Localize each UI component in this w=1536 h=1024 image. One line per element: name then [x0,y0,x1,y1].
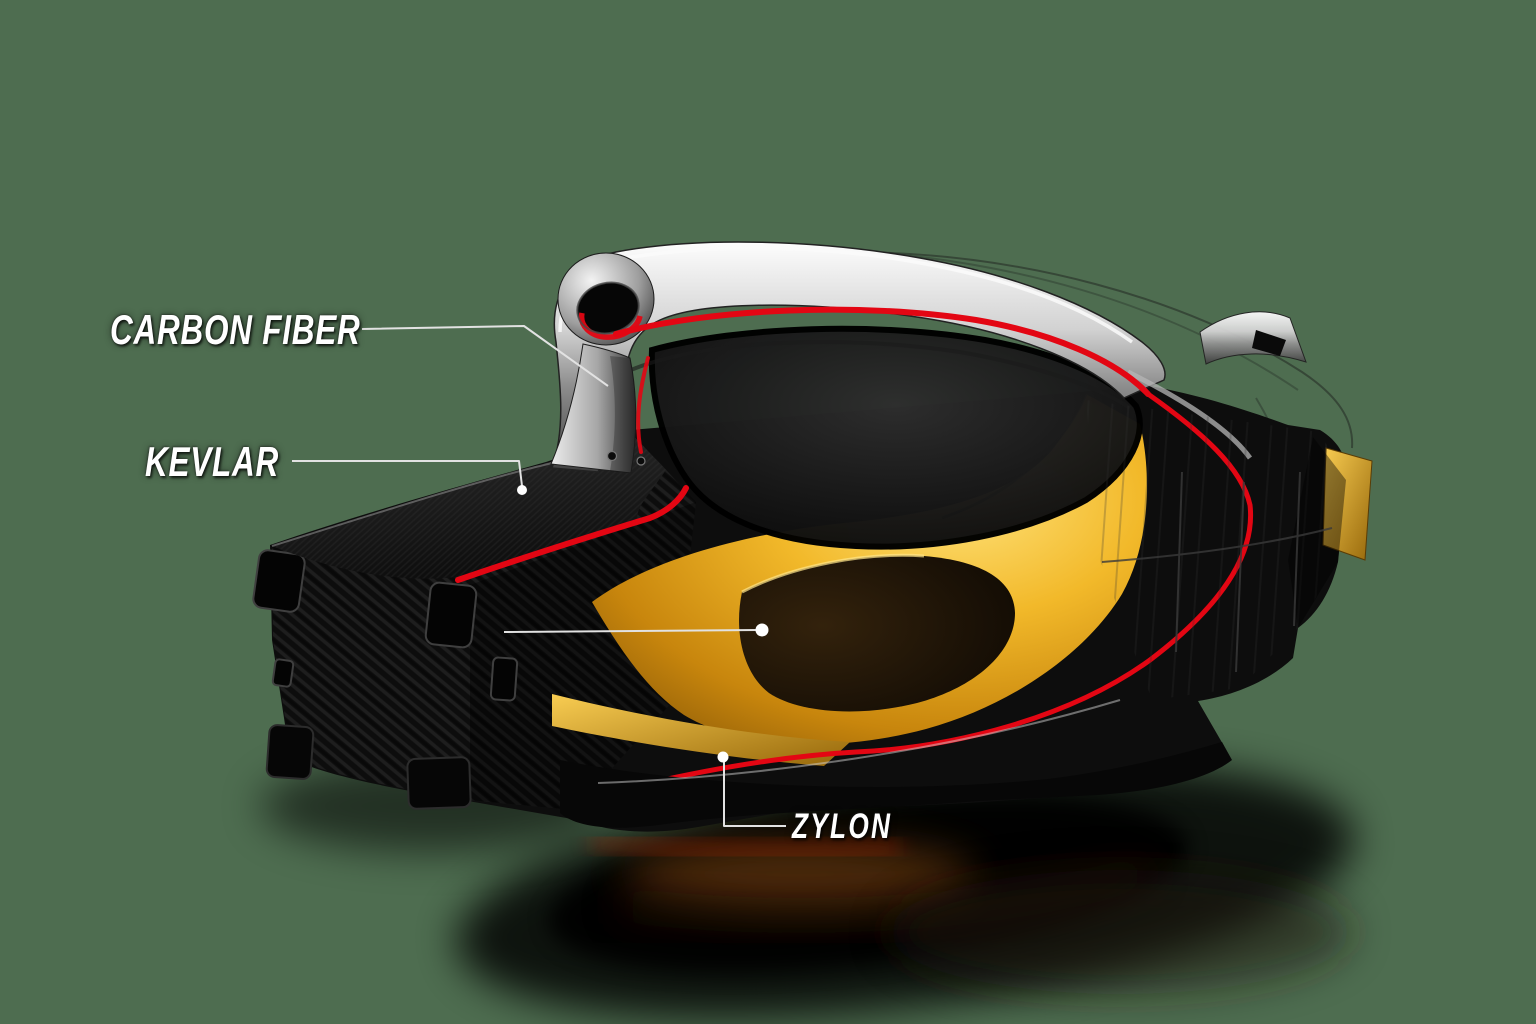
interior-pointer-dot [755,623,769,637]
label-zylon: ZYLON [792,807,926,847]
leader-dots [517,485,769,763]
leader-lines [292,325,786,827]
zylon-stripe-cockpit-rim [613,306,1151,397]
label-carbon-fiber: CARBON FIBER [110,306,444,354]
roll-hoop [550,241,1307,474]
carbon-fiber-leader-line [361,325,609,387]
kevlar-pointer-dot [517,485,527,495]
interior-leader-line [503,629,759,633]
kevlar-floor-edge [552,694,850,766]
zylon-leader-line [723,760,786,827]
floor-sill [560,699,1232,828]
zylon-stripe-deck-ridge [455,485,689,583]
zylon-label-text: ZYLON [792,807,893,846]
zylon-stripe-hoop-inner [636,356,650,454]
ground-shadow [260,760,1354,1018]
airbox-opening [577,282,639,334]
cockpit-tub-opening [739,555,1015,712]
hoop-bolt [636,456,646,466]
hoop-bolt [606,450,618,462]
label-kevlar: KEVLAR [145,438,324,486]
kevlar-label-text: KEVLAR [145,438,280,485]
airbox-red-rim [578,312,643,340]
zylon-pointer-dot [717,751,729,763]
kevlar-layer [552,393,1373,766]
cockpit-opening [648,325,1143,550]
kevlar-leader-line [292,460,523,487]
roll-hoop-leg [550,343,637,474]
side-panels [1086,400,1346,700]
carbon-fiber-label-text: CARBON FIBER [110,306,361,353]
